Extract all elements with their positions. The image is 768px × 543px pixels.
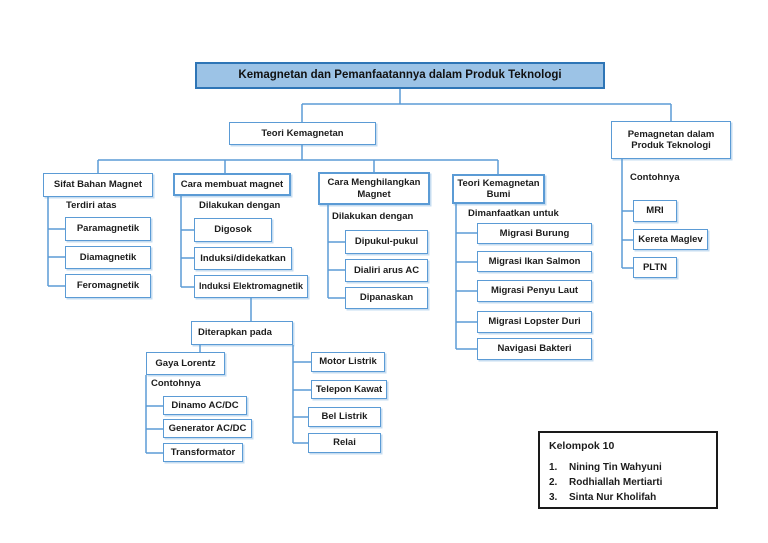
kelompok-box: Kelompok 10 1. Nining Tin Wahyuni 2. Rod… <box>538 431 718 509</box>
node-migrasi-burung: Migrasi Burung <box>477 223 592 244</box>
member-name: Rodhiallah Mertiarti <box>569 477 663 488</box>
node-paramagnetik: Paramagnetik <box>65 217 151 241</box>
node-mri: MRI <box>633 200 677 222</box>
node-migrasi-ikan-salmon: Migrasi Ikan Salmon <box>477 251 592 272</box>
node-relai: Relai <box>308 433 381 453</box>
node-gaya-lorentz: Gaya Lorentz <box>146 352 225 375</box>
kelompok-title: Kelompok 10 <box>549 440 615 452</box>
kelompok-member: 1. Nining Tin Wahyuni <box>549 462 707 473</box>
member-name: Sinta Nur Kholifah <box>569 492 657 503</box>
node-generator-acdc: Generator AC/DC <box>163 419 252 438</box>
relation-contohnya-gaya: Contohnya <box>151 378 201 389</box>
kelompok-member: 2. Rodhiallah Mertiarti <box>549 477 707 488</box>
node-dialiri-arus-ac: Dialiri arus AC <box>345 259 428 282</box>
relation-terdiri-atas: Terdiri atas <box>66 200 117 211</box>
kelompok-member: 3. Sinta Nur Kholifah <box>549 492 707 503</box>
node-cara-menghilangkan-magnet: Cara Menghilangkan Magnet <box>318 172 430 205</box>
kelompok-member-list: 1. Nining Tin Wahyuni 2. Rodhiallah Mert… <box>549 462 707 503</box>
node-teori-kemagnetan: Teori Kemagnetan <box>229 122 376 145</box>
relation-contohnya-pemagnetan: Contohnya <box>630 172 680 183</box>
node-diterapkan-pada: Diterapkan pada <box>191 321 293 345</box>
node-bel-listrik: Bel Listrik <box>308 407 381 427</box>
node-induksi-didekatkan: Induksi/didekatkan <box>194 247 292 270</box>
node-migrasi-lopster-duri: Migrasi Lopster Duri <box>477 311 592 333</box>
node-migrasi-penyu-laut: Migrasi Penyu Laut <box>477 280 592 302</box>
member-number: 3. <box>549 492 558 503</box>
member-number: 2. <box>549 477 558 488</box>
node-diamagnetik: Diamagnetik <box>65 246 151 269</box>
node-transformator: Transformator <box>163 443 243 462</box>
node-sifat-bahan-magnet: Sifat Bahan Magnet <box>43 173 153 197</box>
node-pemagnetan-produk: Pemagnetan dalam Produk Teknologi <box>611 121 731 159</box>
member-number: 1. <box>549 462 558 473</box>
member-name: Nining Tin Wahyuni <box>569 462 662 473</box>
node-dipukul-pukul: Dipukul-pukul <box>345 230 428 254</box>
node-navigasi-bakteri: Navigasi Bakteri <box>477 338 592 360</box>
node-kereta-maglev: Kereta Maglev <box>633 229 708 250</box>
relation-dilakukan-dengan-membuat: Dilakukan dengan <box>199 200 281 211</box>
node-induksi-elektromagnetik: Induksi Elektromagnetik <box>194 275 308 298</box>
root-title-box: Kemagnetan dan Pemanfaatannya dalam Prod… <box>195 62 605 89</box>
node-telepon-kawat: Telepon Kawat <box>311 380 387 399</box>
node-motor-listrik: Motor Listrik <box>311 352 385 372</box>
node-teori-kemagnetan-bumi: Teori Kemagnetan Bumi <box>452 174 545 204</box>
node-dinamo-acdc: Dinamo AC/DC <box>163 396 247 415</box>
node-pltn: PLTN <box>633 257 677 278</box>
node-dipanaskan: Dipanaskan <box>345 287 428 309</box>
relation-dimanfaatkan-untuk: Dimanfaatkan untuk <box>468 208 559 219</box>
node-feromagnetik: Feromagnetik <box>65 274 151 298</box>
relation-dilakukan-dengan-menghilangkan: Dilakukan dengan <box>332 211 414 222</box>
node-cara-membuat-magnet: Cara membuat magnet <box>173 173 291 196</box>
node-digosok: Digosok <box>194 218 272 242</box>
